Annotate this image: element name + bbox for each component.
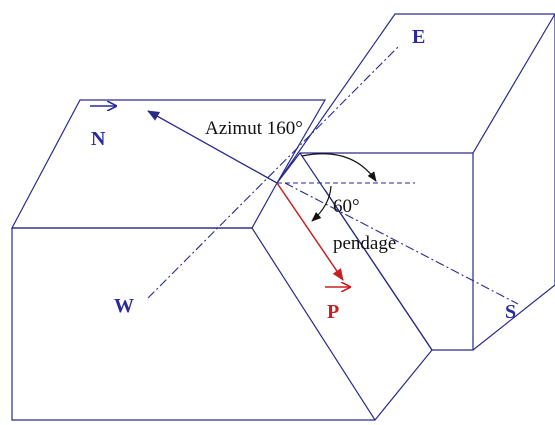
north-label: N <box>91 128 106 150</box>
north-vector <box>147 110 278 184</box>
right-block-top-face <box>276 13 555 184</box>
dip-vector <box>276 182 344 281</box>
azimuth-arc <box>301 153 377 182</box>
fault-trace-line <box>299 152 433 351</box>
left-block-fault-plane <box>251 189 433 422</box>
west-east-line <box>147 44 401 299</box>
dip-vector-label: P <box>327 301 339 323</box>
dip-angle-arc <box>311 185 332 222</box>
north-south-line <box>284 182 519 305</box>
right-block-bottom-edge <box>472 284 555 351</box>
west-label: W <box>114 295 134 317</box>
south-label: S <box>505 301 516 323</box>
azimuth-label: Azimut 160° <box>205 118 303 139</box>
left-block-front-face <box>11 228 375 421</box>
dip-angle-label: 60° <box>333 196 360 217</box>
right-block-front-face <box>432 153 474 351</box>
dip-word-label: pendage <box>333 233 396 254</box>
east-label: E <box>412 26 425 48</box>
